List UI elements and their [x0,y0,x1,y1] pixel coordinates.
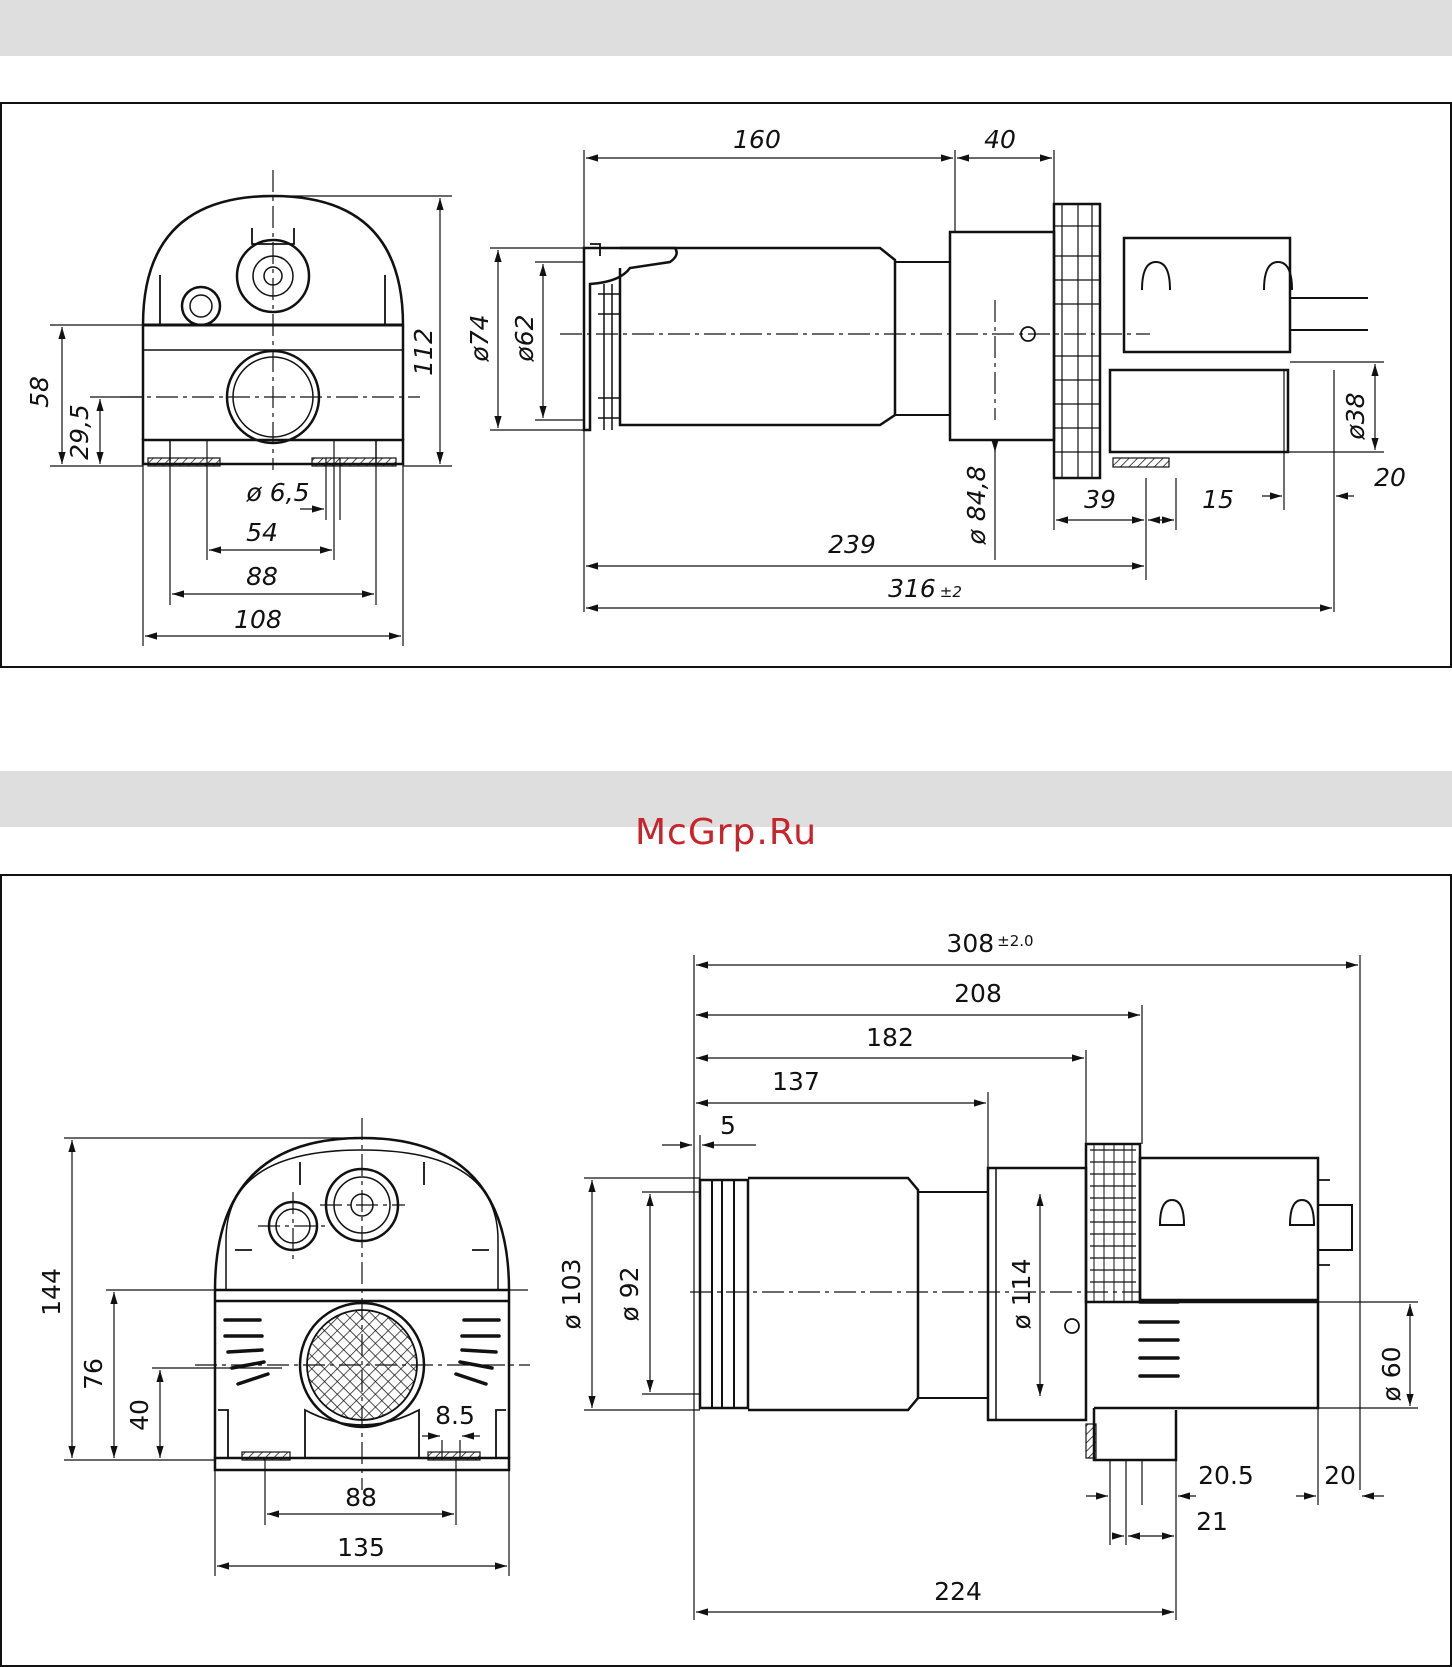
dim-20-5: 20.5 [1198,1461,1254,1490]
dim-112: 112 [409,328,438,376]
dim-316-tolerance: ±2 [940,583,962,601]
dim-21: 21 [1196,1507,1228,1536]
dim-160: 160 [733,125,781,154]
dim-15: 15 [1202,485,1234,514]
dim-diameter-38: ø38 [1341,392,1370,440]
dim-108: 108 [234,605,282,634]
dim-308-tolerance: ±2.0 [997,932,1033,950]
dim-88: 88 [345,1483,377,1512]
drawing2-side-dimensions [584,955,1418,1620]
dim-76: 76 [79,1358,108,1390]
dim-182: 182 [866,1023,914,1052]
dim-20: 20 [1374,463,1406,492]
dim-diameter-92: ø 92 [615,1266,644,1321]
dim-diameter-114: ø 114 [1007,1259,1036,1330]
dim-208: 208 [954,979,1002,1008]
dim-diameter-60: ø 60 [1377,1346,1406,1401]
dim-239: 239 [828,530,876,559]
dim-20: 20 [1324,1461,1356,1490]
dim-308-value: 308 [946,929,994,958]
dim-316-value: 316 [888,574,936,603]
dim-40: 40 [125,1399,154,1431]
dim-308: 308±2.0 [946,929,1033,958]
dim-5: 5 [720,1111,736,1140]
dim-8-5: 8.5 [435,1401,475,1430]
dim-316: 316±2 [888,574,962,603]
drawing2-front-centerlines [195,1118,530,1490]
drawing2-front-dimensions [64,1138,528,1576]
dim-hole-6-5: ø 6,5 [245,478,309,507]
dim-39: 39 [1084,485,1116,514]
dim-diameter-84-8: ø 84,8 [962,466,991,546]
dim-29-5: 29,5 [65,404,94,460]
dim-diameter-74: ø74 [465,314,494,362]
dim-135: 135 [337,1533,385,1562]
dim-diameter-62: ø62 [510,314,539,362]
dim-144: 144 [37,1268,66,1316]
drawing1-front-centerlines [120,170,420,470]
drawing1-side-view [584,204,1368,478]
drawing1-side-dimensions [490,150,1384,612]
dim-137: 137 [772,1067,820,1096]
dim-40: 40 [984,125,1016,154]
dim-54: 54 [246,518,278,547]
dim-58: 58 [25,376,54,408]
dim-88: 88 [246,562,278,591]
dim-diameter-103: ø 103 [557,1259,586,1330]
dim-224: 224 [934,1577,982,1606]
